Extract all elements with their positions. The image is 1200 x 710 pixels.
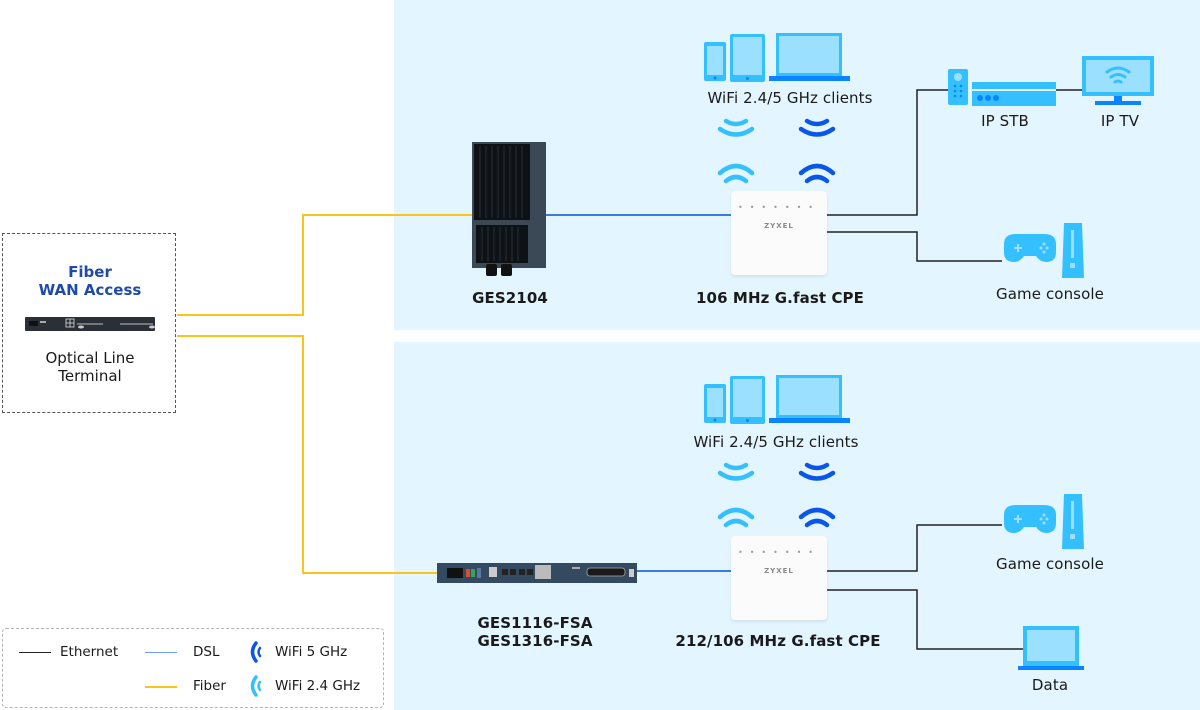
ges2104-label: GES2104 xyxy=(472,289,548,307)
legend-ethernet-label: Ethernet xyxy=(60,644,119,660)
cpe-label-bottom: 212/106 MHz G.fast CPE xyxy=(675,632,881,650)
wifi-signal-top xyxy=(717,118,836,184)
olt-label-line2: Terminal xyxy=(58,367,122,385)
phone-icon xyxy=(704,42,726,81)
gfast-cpe-router-bottom: ••••••• ZYXEL xyxy=(731,536,827,620)
game-console-label-bottom: Game console xyxy=(996,555,1104,573)
wifi-clients-icon-top xyxy=(704,33,850,82)
ethernet-line-console-top xyxy=(826,231,1002,262)
laptop-icon xyxy=(769,375,850,423)
legend-wifi24-label: WiFi 2.4 GHz xyxy=(275,678,361,694)
ip-tv-icon xyxy=(1082,56,1154,105)
data-label: Data xyxy=(1031,676,1069,694)
laptop-icon xyxy=(769,33,850,81)
data-laptop-icon xyxy=(1018,626,1084,670)
olt-group: Fiber WAN Access Optical Line Terminal xyxy=(2,233,176,413)
console-tower-icon xyxy=(1062,494,1084,549)
wifi-signal-bottom xyxy=(717,462,836,528)
router-brand: ZYXEL xyxy=(764,222,794,230)
console-tower-icon xyxy=(1062,223,1084,278)
wifi24-signal-icon xyxy=(717,118,755,184)
gamepad-icon xyxy=(1004,505,1056,533)
ip-stb-icon xyxy=(948,69,1056,106)
legend-wifi5-icon xyxy=(250,641,262,663)
fiber-line-top xyxy=(177,214,472,316)
ethernet-line-console-bottom xyxy=(826,524,1002,572)
wifi-clients-icon-bottom xyxy=(704,375,850,424)
legend-ethernet-swatch xyxy=(19,652,51,653)
cpe-label-top: 106 MHz G.fast CPE xyxy=(696,289,864,307)
ges1316-label: GES1316-FSA xyxy=(477,632,593,650)
router-brand: ZYXEL xyxy=(764,567,794,575)
legend-dsl-label: DSL xyxy=(193,644,220,660)
ethernet-line-data xyxy=(826,589,1024,650)
game-console-icon-bottom xyxy=(1004,494,1084,549)
gfast-cpe-router-top: ••••••• ZYXEL xyxy=(731,191,827,275)
olt-device-icon xyxy=(25,317,155,331)
legend: Ethernet DSL WiFi 5 GHz Fiber WiFi 2.4 G… xyxy=(2,628,384,708)
wifi-clients-label-bottom: WiFi 2.4/5 GHz clients xyxy=(693,433,859,451)
olt-title-line2: WAN Access xyxy=(38,281,142,299)
router-leds: ••••••• xyxy=(737,548,821,557)
wifi-clients-label-top: WiFi 2.4/5 GHz clients xyxy=(707,89,873,107)
legend-wifi24-icon xyxy=(250,675,262,697)
fiber-line-bottom xyxy=(177,335,440,574)
gamepad-icon xyxy=(1004,234,1056,262)
phone-icon xyxy=(704,384,726,423)
remote-control-icon xyxy=(948,69,968,105)
legend-dsl-swatch xyxy=(145,652,177,653)
ip-tv-label: IP TV xyxy=(1100,112,1140,130)
wifi24-signal-icon xyxy=(717,462,755,528)
ges1116-device-icon xyxy=(437,563,637,583)
ip-stb-label: IP STB xyxy=(981,112,1029,130)
tablet-icon xyxy=(730,376,765,424)
ges1116-label: GES1116-FSA xyxy=(477,614,593,632)
ethernet-line-stb xyxy=(826,89,950,216)
legend-fiber-label: Fiber xyxy=(193,678,226,694)
olt-label-line1: Optical Line xyxy=(45,349,135,367)
router-leds: ••••••• xyxy=(737,203,821,212)
game-console-label-top: Game console xyxy=(996,285,1104,303)
set-top-box-icon xyxy=(972,82,1056,106)
wifi5-signal-icon xyxy=(798,462,836,528)
wifi5-signal-icon xyxy=(798,118,836,184)
legend-fiber-swatch xyxy=(145,686,177,688)
legend-wifi5-label: WiFi 5 GHz xyxy=(275,644,348,660)
game-console-icon-top xyxy=(1004,223,1084,278)
ges2104-device-icon xyxy=(472,142,546,276)
olt-title-line1: Fiber xyxy=(68,263,112,281)
tablet-icon xyxy=(730,34,765,82)
